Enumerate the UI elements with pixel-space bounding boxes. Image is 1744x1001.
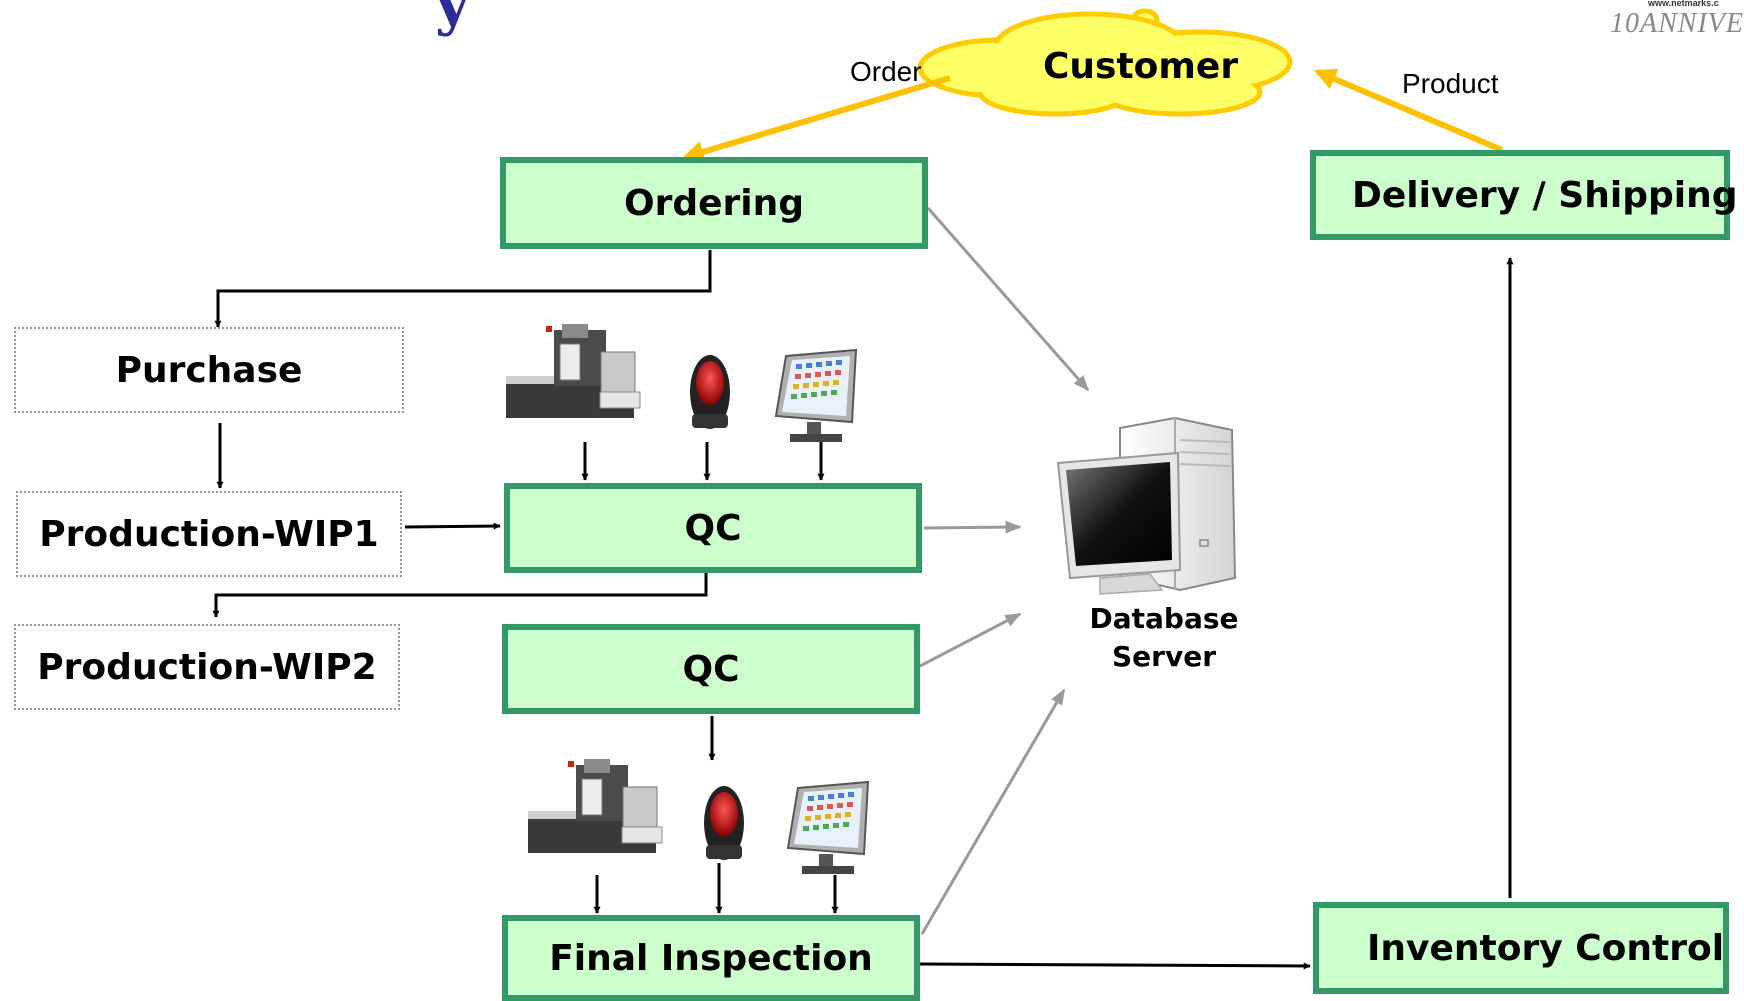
server-label-line2: Server	[1111, 640, 1216, 673]
wip1-to-qc-arrow	[404, 522, 501, 530]
brand-url: www.netmarks.c	[1648, 0, 1719, 8]
inventory-control-box: Inventory Control	[1313, 902, 1729, 994]
brand-anniversary-logo: 10ANNIVE	[1610, 8, 1744, 39]
qc-box-1: QC	[504, 483, 922, 573]
ordering-box: Ordering	[500, 157, 928, 249]
qc1-to-server-arrow	[923, 520, 1022, 534]
inspection-to-server-arrow	[920, 688, 1066, 935]
final-inspection-box: Final Inspection	[502, 915, 920, 1001]
ordering-to-purchase-arrow	[214, 250, 712, 328]
database-server-icon	[1056, 416, 1237, 595]
barcode-scanner-icon-2	[704, 786, 744, 860]
touch-terminal-icon-2	[786, 780, 870, 874]
qc2-to-server-arrow	[919, 612, 1022, 668]
product-arrow	[1313, 68, 1504, 153]
qc-box-2: QC	[502, 624, 920, 714]
product-label: Product	[1402, 68, 1499, 99]
database-server-label: Database Server	[1064, 600, 1264, 676]
server-label-line1: Database	[1089, 602, 1239, 635]
barcode-scanner-icon	[690, 355, 730, 429]
production-wip1-box: Production-WIP1	[16, 491, 402, 577]
touch-terminal-icon	[774, 348, 858, 442]
machining-center-icon-2	[528, 759, 663, 853]
ordering-to-server-arrow	[926, 207, 1090, 392]
order-arrow	[681, 75, 951, 163]
purchase-box: Purchase	[14, 327, 404, 413]
order-label: Order	[850, 56, 922, 87]
production-wip2-box: Production-WIP2	[14, 624, 400, 710]
customer-node: Customer	[1043, 46, 1239, 87]
slide-title-fragment: y	[435, 0, 470, 38]
machining-center-icon	[506, 324, 641, 418]
delivery-shipping-box: Delivery / Shipping	[1310, 150, 1737, 240]
inspection-to-inventory-arrow	[917, 962, 1311, 970]
qc-to-wip2-arrow	[212, 573, 708, 618]
